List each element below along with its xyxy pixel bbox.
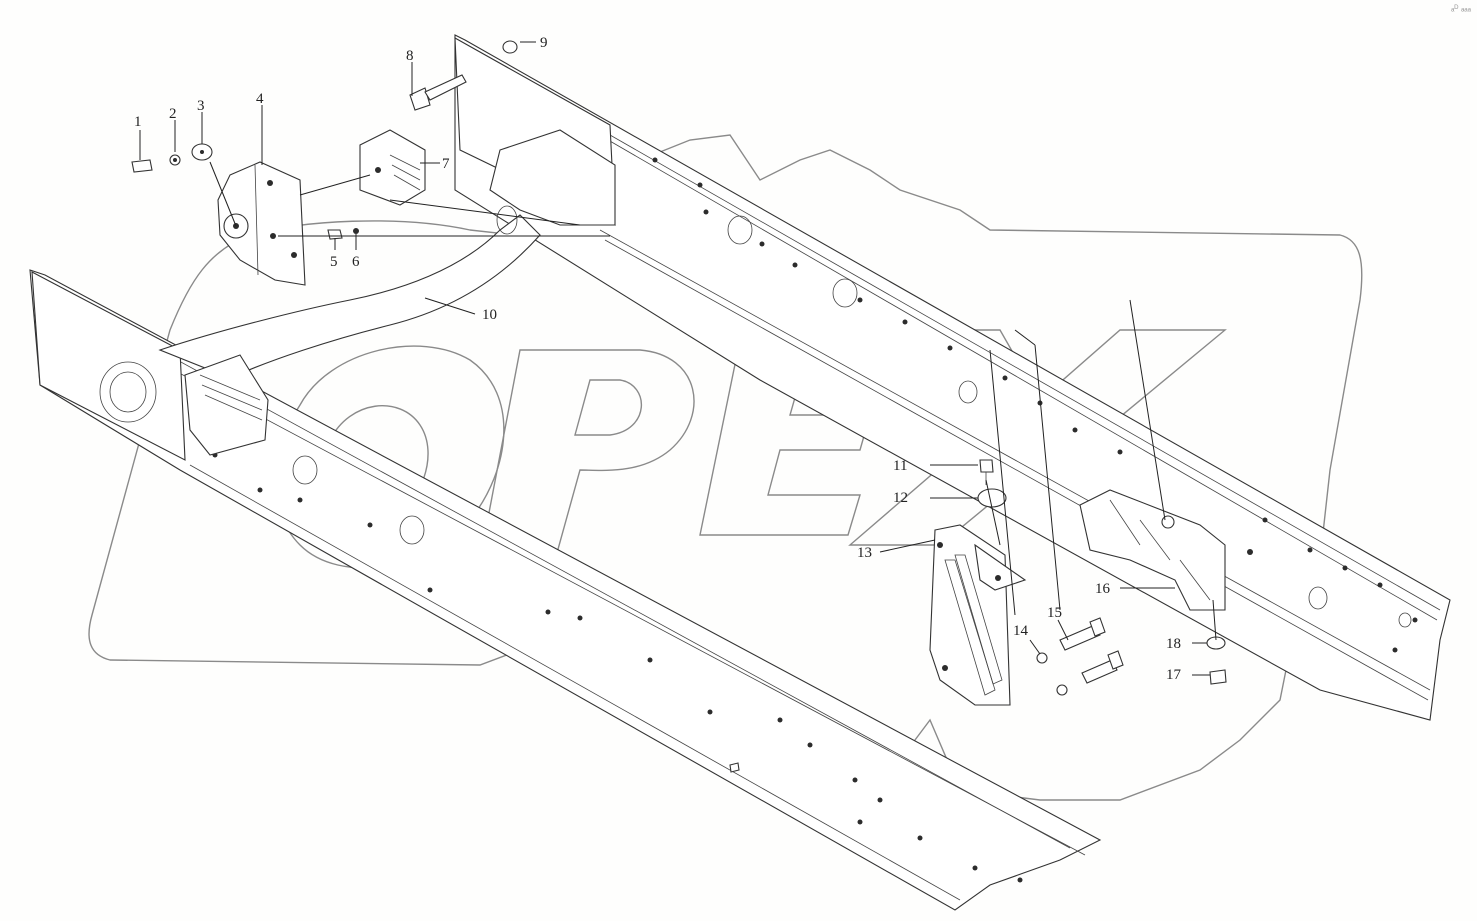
bracket-part-16 xyxy=(1079,489,1253,611)
end-plate-lower xyxy=(31,271,186,461)
corner-mark: ₐᴰ ₐₐₐ xyxy=(1451,3,1471,13)
watermark-letter-p xyxy=(479,349,695,561)
nut-part-9 xyxy=(502,40,518,54)
callout-8: 8 xyxy=(406,48,414,64)
callout-6: 6 xyxy=(352,254,360,270)
bracket-part-4 xyxy=(217,161,306,286)
callout-4: 4 xyxy=(256,91,264,107)
callout-9: 9 xyxy=(540,35,548,51)
bolt-part-15 xyxy=(1059,624,1101,651)
bolt-part-5 xyxy=(327,229,343,240)
callout-3: 3 xyxy=(197,98,205,114)
callout-11: 11 xyxy=(893,458,907,474)
bolt-part-17 xyxy=(1209,669,1227,685)
callout-labels: 1 2 3 4 5 6 7 8 9 10 11 12 13 14 15 16 1… xyxy=(134,35,1182,683)
watermark-gear-outline xyxy=(88,134,1363,801)
nut-part-14 xyxy=(1036,652,1048,664)
nut-part-6 xyxy=(353,228,359,234)
callout-17: 17 xyxy=(1166,667,1182,683)
bolt-part-8 xyxy=(409,87,431,111)
bolt-part-11 xyxy=(979,459,994,473)
callout-16: 16 xyxy=(1095,581,1111,597)
callout-14: 14 xyxy=(1013,623,1029,639)
fasteners xyxy=(131,40,1227,773)
callout-12: 12 xyxy=(893,490,908,506)
callout-7: 7 xyxy=(442,156,450,172)
callout-13: 13 xyxy=(857,545,872,561)
callout-2: 2 xyxy=(169,106,177,122)
assembly-guide-lines xyxy=(209,161,1217,641)
frame-rail-lower xyxy=(29,269,1102,911)
bolt-part-1 xyxy=(131,159,153,173)
callout-10: 10 xyxy=(482,307,497,323)
rubber-mount-part-7 xyxy=(359,129,426,206)
washer-part-12 xyxy=(977,488,1007,508)
leader-lines xyxy=(139,41,1210,676)
callout-15: 15 xyxy=(1047,605,1062,621)
crossmember-part-10 xyxy=(158,129,616,456)
callout-1: 1 xyxy=(134,114,142,130)
bracket-part-13 xyxy=(929,524,1027,706)
callout-18: 18 xyxy=(1166,636,1181,652)
callout-5: 5 xyxy=(330,254,338,270)
